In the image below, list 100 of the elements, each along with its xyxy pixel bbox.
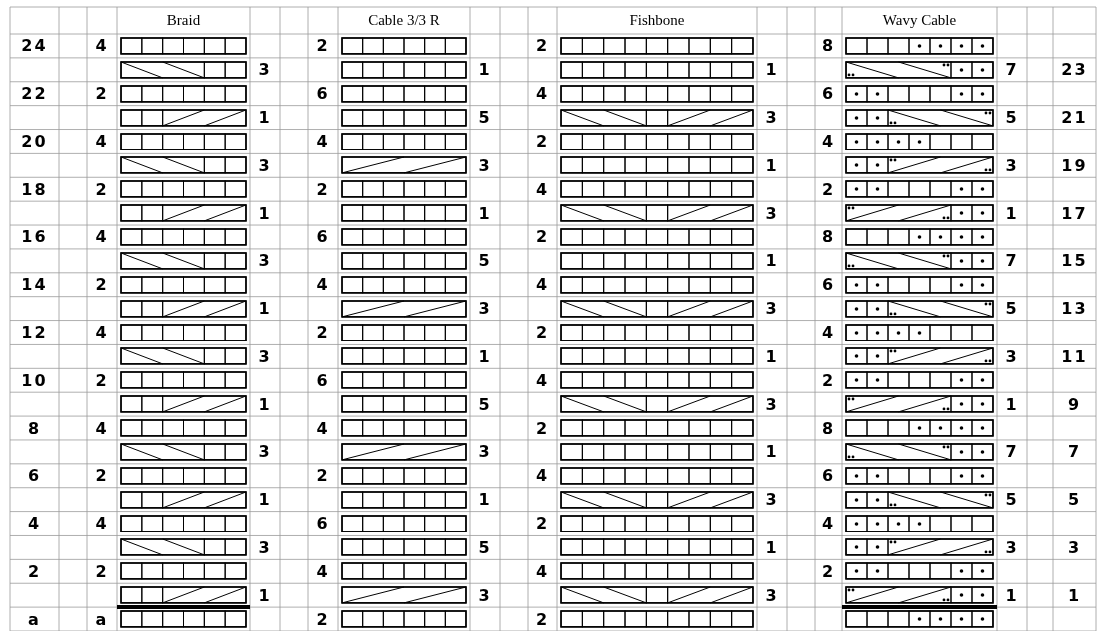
row-number: 4 xyxy=(315,274,331,297)
row-number: 5 xyxy=(477,393,493,416)
row-number: 21 xyxy=(1060,107,1089,130)
row-number: 10 xyxy=(20,369,49,392)
row-number: 1 xyxy=(477,59,493,82)
row-number: 2 xyxy=(534,35,551,58)
row-number: 1 xyxy=(1066,584,1083,607)
row-number: 8 xyxy=(820,226,837,249)
row-number: 15 xyxy=(1060,250,1089,273)
row-number: 6 xyxy=(315,83,331,106)
row-number: 22 xyxy=(20,83,49,106)
row-number: 3 xyxy=(764,584,780,607)
row-number: 2 xyxy=(94,83,110,106)
row-number: 2 xyxy=(820,178,837,201)
row-number: 3 xyxy=(477,298,493,321)
row-number: 3 xyxy=(764,393,780,416)
row-number: 5 xyxy=(477,250,493,273)
row-number: 6 xyxy=(315,513,331,536)
row-number: 20 xyxy=(20,130,49,153)
row-number: 1 xyxy=(257,298,273,321)
row-number: 12 xyxy=(20,322,49,344)
row-number: a xyxy=(94,608,110,631)
row-number: 1 xyxy=(764,250,780,273)
row-number: 5 xyxy=(1004,107,1020,130)
row-number: 4 xyxy=(534,465,551,488)
row-number: 3 xyxy=(477,584,493,607)
row-number: 5 xyxy=(477,536,493,559)
row-number: 4 xyxy=(820,130,837,153)
row-number: 3 xyxy=(764,107,780,130)
row-number: 4 xyxy=(315,130,331,153)
row-number: 4 xyxy=(26,513,43,536)
row-number: 1 xyxy=(257,202,273,225)
row-number: 11 xyxy=(1060,345,1089,368)
row-number: 4 xyxy=(94,226,110,249)
row-number: 8 xyxy=(820,35,837,58)
row-number: 6 xyxy=(26,465,43,488)
row-number: 3 xyxy=(257,345,273,368)
row-number: 5 xyxy=(1004,298,1020,321)
row-number: 2 xyxy=(94,274,110,297)
row-number: 2 xyxy=(315,322,331,344)
row-number: 1 xyxy=(764,345,780,368)
row-number: 2 xyxy=(534,417,551,440)
row-number: 2 xyxy=(820,369,837,392)
row-number: 2 xyxy=(94,369,110,392)
row-number: 7 xyxy=(1004,441,1020,464)
row-number: 7 xyxy=(1066,441,1083,464)
row-number: 4 xyxy=(534,369,551,392)
row-number: 2 xyxy=(94,178,110,201)
row-number: 3 xyxy=(1066,536,1083,559)
row-number: 1 xyxy=(1004,202,1020,225)
row-number: 3 xyxy=(257,441,273,464)
row-number: 3 xyxy=(257,154,273,177)
row-number: 1 xyxy=(764,59,780,82)
row-number: 3 xyxy=(764,489,780,512)
row-number: 3 xyxy=(257,250,273,273)
row-number: 4 xyxy=(534,178,551,201)
row-number: 4 xyxy=(534,83,551,106)
row-number: 2 xyxy=(315,35,331,58)
row-number: 24 xyxy=(20,35,49,58)
row-number: 4 xyxy=(534,560,551,583)
row-number: 1 xyxy=(257,107,273,130)
row-number: 2 xyxy=(534,322,551,344)
row-number: 3 xyxy=(477,154,493,177)
row-number: 2 xyxy=(534,226,551,249)
row-number: 19 xyxy=(1060,154,1089,177)
row-number: 1 xyxy=(764,536,780,559)
row-number: 8 xyxy=(820,417,837,440)
row-number: 3 xyxy=(1004,345,1020,368)
row-number: 4 xyxy=(94,417,110,440)
row-number: 4 xyxy=(94,35,110,58)
row-number: 7 xyxy=(1004,250,1020,273)
row-number: 3 xyxy=(257,536,273,559)
row-number: 14 xyxy=(20,274,49,297)
row-number: 2 xyxy=(94,465,110,488)
row-number: 1 xyxy=(257,393,273,416)
row-number: 4 xyxy=(820,513,837,536)
row-number: 18 xyxy=(20,178,49,201)
row-number: 17 xyxy=(1060,202,1089,225)
row-number: 5 xyxy=(1004,489,1020,512)
row-number: 2 xyxy=(534,130,551,153)
row-number: 7 xyxy=(1004,59,1020,82)
row-number: 4 xyxy=(94,130,110,153)
row-number: 1 xyxy=(764,441,780,464)
row-number: 1 xyxy=(477,489,493,512)
row-number: 1 xyxy=(257,489,273,512)
row-number: 1 xyxy=(1004,393,1020,416)
row-number: a xyxy=(27,608,42,631)
row-number: 1 xyxy=(477,345,493,368)
row-number: 16 xyxy=(20,226,49,249)
row-number: 9 xyxy=(1066,393,1083,416)
row-number: 3 xyxy=(764,298,780,321)
row-number: 6 xyxy=(315,226,331,249)
column-header: Cable 3/3 R xyxy=(367,11,441,30)
row-number: 4 xyxy=(94,322,110,344)
row-number: 2 xyxy=(534,513,551,536)
row-number: 6 xyxy=(820,83,837,106)
row-number: 3 xyxy=(1004,154,1020,177)
row-number: 8 xyxy=(26,417,43,440)
row-number: 5 xyxy=(477,107,493,130)
row-number: 3 xyxy=(477,441,493,464)
